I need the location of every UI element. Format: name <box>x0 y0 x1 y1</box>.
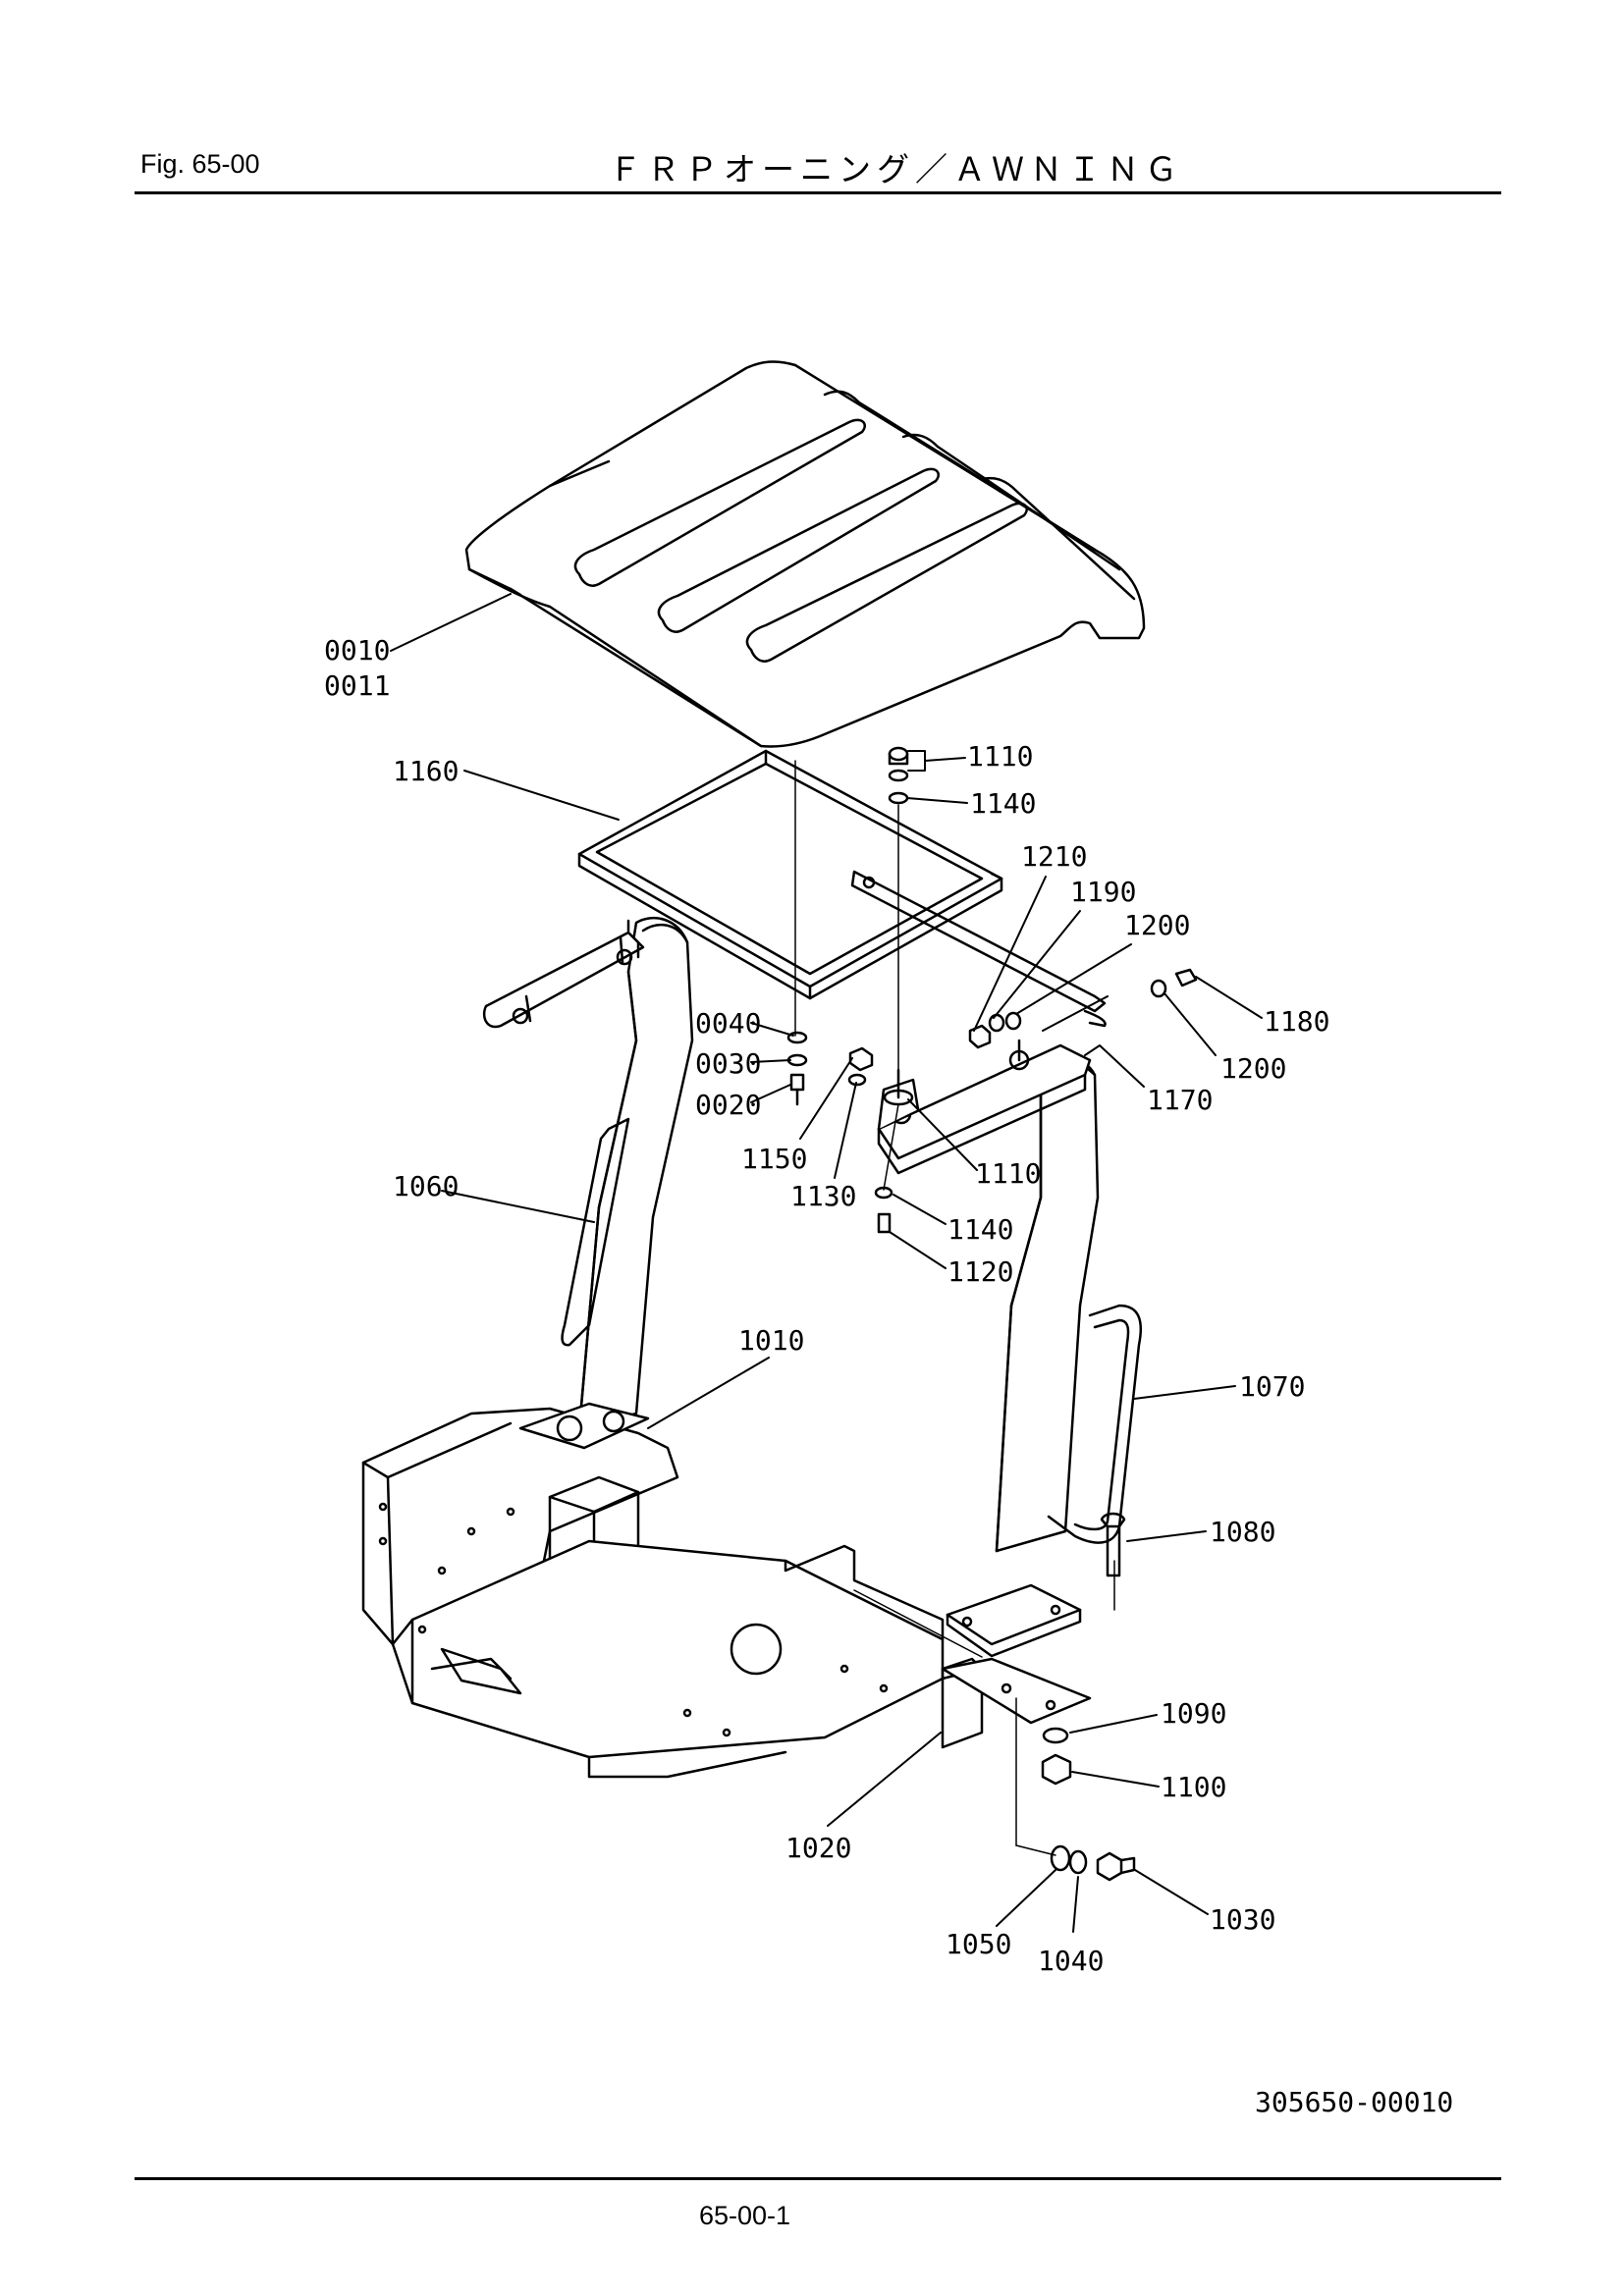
callout-1190: 1190 <box>1070 876 1136 908</box>
footer-rule <box>135 2177 1501 2180</box>
callout-1130: 1130 <box>790 1180 856 1212</box>
callout-0030: 0030 <box>695 1047 761 1080</box>
callout-1090: 1090 <box>1161 1697 1226 1730</box>
callout-1100: 1100 <box>1161 1771 1226 1803</box>
callout-1070: 1070 <box>1239 1370 1305 1403</box>
base-frame-part <box>361 1402 1092 1779</box>
callout-1200: 1200 <box>1124 909 1190 941</box>
callout-1160: 1160 <box>393 755 459 787</box>
callout-0040: 0040 <box>695 1007 761 1040</box>
callout-1030: 1030 <box>1210 1903 1275 1936</box>
assembly-lines <box>794 760 1115 1856</box>
callout-1010: 1010 <box>738 1324 804 1357</box>
callout-labels: 0010 0011 1160 1110 1140 1210 1190 1200 … <box>324 634 1329 1977</box>
page-title: ＦＲＰオーニング／ＡＷＮＩＮＧ <box>609 150 1183 188</box>
callout-1140: 1140 <box>970 787 1036 820</box>
callout-1150: 1150 <box>741 1143 807 1175</box>
callout-0011: 0011 <box>324 669 390 702</box>
figure-number: Fig. 65-00 <box>140 149 260 179</box>
frp-roof-part <box>464 360 1146 748</box>
callout-1110: 1110 <box>967 740 1033 773</box>
callout-1020: 1020 <box>785 1832 851 1864</box>
left-post-part <box>482 916 694 1430</box>
callout-1110-b: 1110 <box>975 1157 1041 1190</box>
callout-1040: 1040 <box>1038 1945 1104 1977</box>
callout-1050: 1050 <box>946 1928 1011 1960</box>
callout-0020: 0020 <box>695 1089 761 1121</box>
callout-1170: 1170 <box>1147 1084 1213 1116</box>
callout-1120: 1120 <box>947 1255 1013 1288</box>
callout-1080: 1080 <box>1210 1516 1275 1548</box>
callout-0010: 0010 <box>324 634 390 667</box>
callout-1180: 1180 <box>1264 1005 1329 1038</box>
drawing-number: 305650-00010 <box>1255 2086 1454 2118</box>
header-rule <box>135 191 1501 194</box>
right-post-part <box>877 1039 1143 1658</box>
callout-1200-b: 1200 <box>1220 1052 1286 1085</box>
callout-1210: 1210 <box>1021 840 1087 873</box>
roof-frame-part <box>577 749 1107 1028</box>
leader-lines <box>390 593 1263 1933</box>
page-number: 65-00-1 <box>699 2201 791 2230</box>
callout-1140-b: 1140 <box>947 1213 1013 1246</box>
callout-1060: 1060 <box>393 1170 459 1202</box>
